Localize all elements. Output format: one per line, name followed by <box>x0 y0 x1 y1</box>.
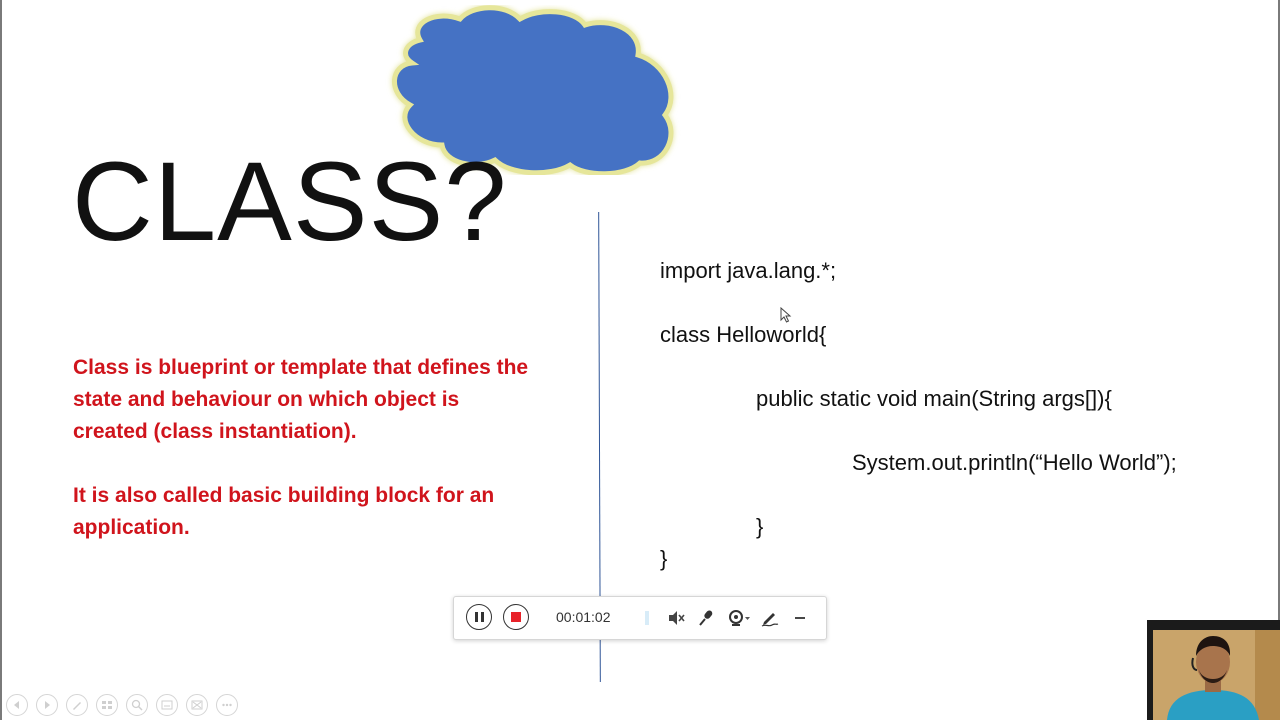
class-description: Class is blueprint or template that defi… <box>73 352 533 576</box>
mouse-pointer-icon <box>780 307 792 323</box>
description-paragraph: Class is blueprint or template that defi… <box>73 356 529 443</box>
code-line: class Helloworld{ <box>660 322 827 347</box>
webcam-icon[interactable] <box>726 608 754 628</box>
slide-left-edge <box>0 0 2 720</box>
previous-icon[interactable] <box>6 694 28 716</box>
screen-icon[interactable] <box>186 694 208 716</box>
pen-icon[interactable] <box>760 608 780 628</box>
code-line: public static void main(String args[]){ <box>756 386 1112 411</box>
more-icon[interactable] <box>216 694 238 716</box>
code-line: System.out.println(“Hello World”); <box>852 450 1177 475</box>
code-line: } <box>660 546 668 571</box>
audio-level-meter <box>645 611 649 625</box>
screen-recorder-toolbar: 00:01:02 <box>453 596 827 640</box>
pause-icon[interactable] <box>466 604 492 630</box>
microphone-icon[interactable] <box>696 608 716 628</box>
zoom-icon[interactable] <box>126 694 148 716</box>
slideshow-controls <box>6 694 238 716</box>
thought-cloud-shape <box>392 5 674 175</box>
pen-tool-icon[interactable] <box>66 694 88 716</box>
slide-title: CLASS? <box>72 139 508 264</box>
speaker-muted-icon[interactable] <box>666 608 686 628</box>
webcam-overlay <box>1147 620 1280 720</box>
slides-icon[interactable] <box>96 694 118 716</box>
minimize-icon[interactable] <box>790 608 810 628</box>
description-paragraph: It is also called basic building block f… <box>73 484 495 539</box>
recording-timer: 00:01:02 <box>556 609 611 625</box>
next-icon[interactable] <box>36 694 58 716</box>
subtitles-icon[interactable] <box>156 694 178 716</box>
slide-right-edge <box>1278 0 1280 720</box>
code-line: } <box>756 514 764 539</box>
stop-icon[interactable] <box>503 604 529 630</box>
code-line: import java.lang.*; <box>660 258 837 283</box>
